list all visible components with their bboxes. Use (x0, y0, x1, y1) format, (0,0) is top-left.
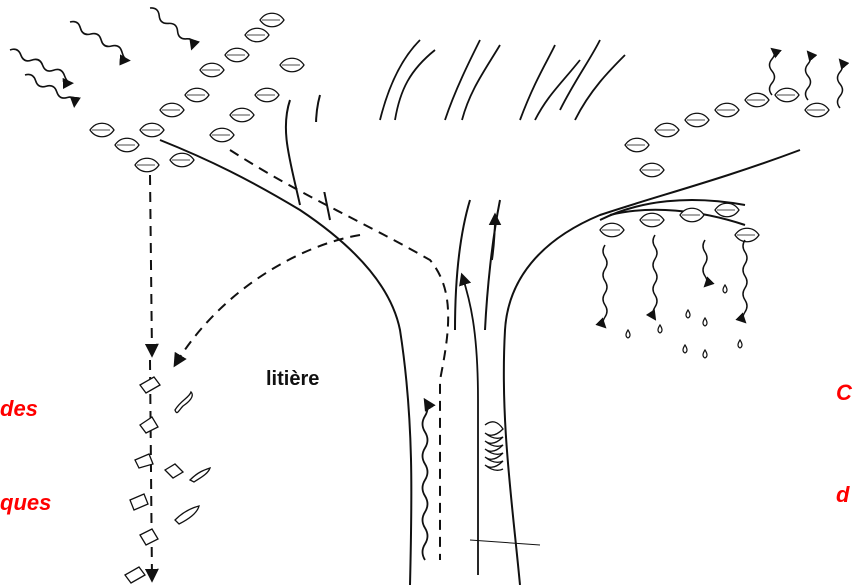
leaf-icon (135, 158, 159, 172)
left-label-line1: des (0, 396, 38, 422)
raindrop-icon (723, 285, 727, 293)
right-canopy (600, 88, 829, 242)
leaf-icon (600, 223, 624, 237)
left-label-line2: ques (0, 490, 51, 516)
leaf-icon (745, 93, 769, 107)
raindrops (626, 285, 742, 358)
leaf-icon (245, 28, 269, 42)
raindrop-icon (703, 318, 707, 326)
canopy-drip (603, 235, 747, 327)
vapor-arrow-icon (770, 49, 775, 95)
litter-label: litière (266, 368, 319, 391)
leaf-icon (680, 208, 704, 222)
leaf-icon (640, 213, 664, 227)
raindrop-icon (686, 310, 690, 318)
leaf-icon (715, 203, 739, 217)
leaf-icon (715, 103, 739, 117)
leaf-icon (640, 163, 664, 177)
leaf-icon (115, 138, 139, 152)
upper-branches (380, 40, 625, 120)
leaf-icon (230, 108, 254, 122)
litter-fragments (125, 377, 210, 583)
raindrop-icon (703, 350, 707, 358)
sap-flow (423, 215, 496, 575)
sun-ray-icon (23, 72, 77, 105)
leaf-icon (225, 48, 249, 62)
sun-ray-icon (147, 6, 196, 49)
leaf-icon (260, 13, 284, 27)
leaf-icon (735, 228, 759, 242)
raindrop-icon (683, 345, 687, 353)
leaf-icon (200, 63, 224, 77)
leaf-icon (685, 113, 709, 127)
leaf-icon (655, 123, 679, 137)
leaf-icon (90, 123, 114, 137)
vapor-arrow-icon (806, 52, 811, 100)
leaf-fall-flow (150, 150, 448, 580)
leaf-icon (170, 153, 194, 167)
sun-rays (8, 6, 196, 106)
left-canopy (90, 13, 304, 172)
leaf-icon (185, 88, 209, 102)
sun-ray-icon (8, 47, 75, 83)
leaf-icon (280, 58, 304, 72)
leaf-icon (625, 138, 649, 152)
leaf-icon (160, 103, 184, 117)
leaf-icon (775, 88, 799, 102)
raindrop-icon (738, 340, 742, 348)
raindrop-icon (626, 330, 630, 338)
lichen-icon (485, 422, 503, 471)
blank-area (300, 122, 600, 192)
leaf-icon (805, 103, 829, 117)
right-label-line2: d (836, 482, 849, 508)
right-label-line1: C (836, 380, 852, 406)
vapor-arrow-icon (838, 60, 843, 108)
leaf-icon (255, 88, 279, 102)
raindrop-icon (658, 325, 662, 333)
leaf-icon (140, 123, 164, 137)
sun-ray-icon (68, 19, 132, 60)
leaf-icon (210, 128, 234, 142)
